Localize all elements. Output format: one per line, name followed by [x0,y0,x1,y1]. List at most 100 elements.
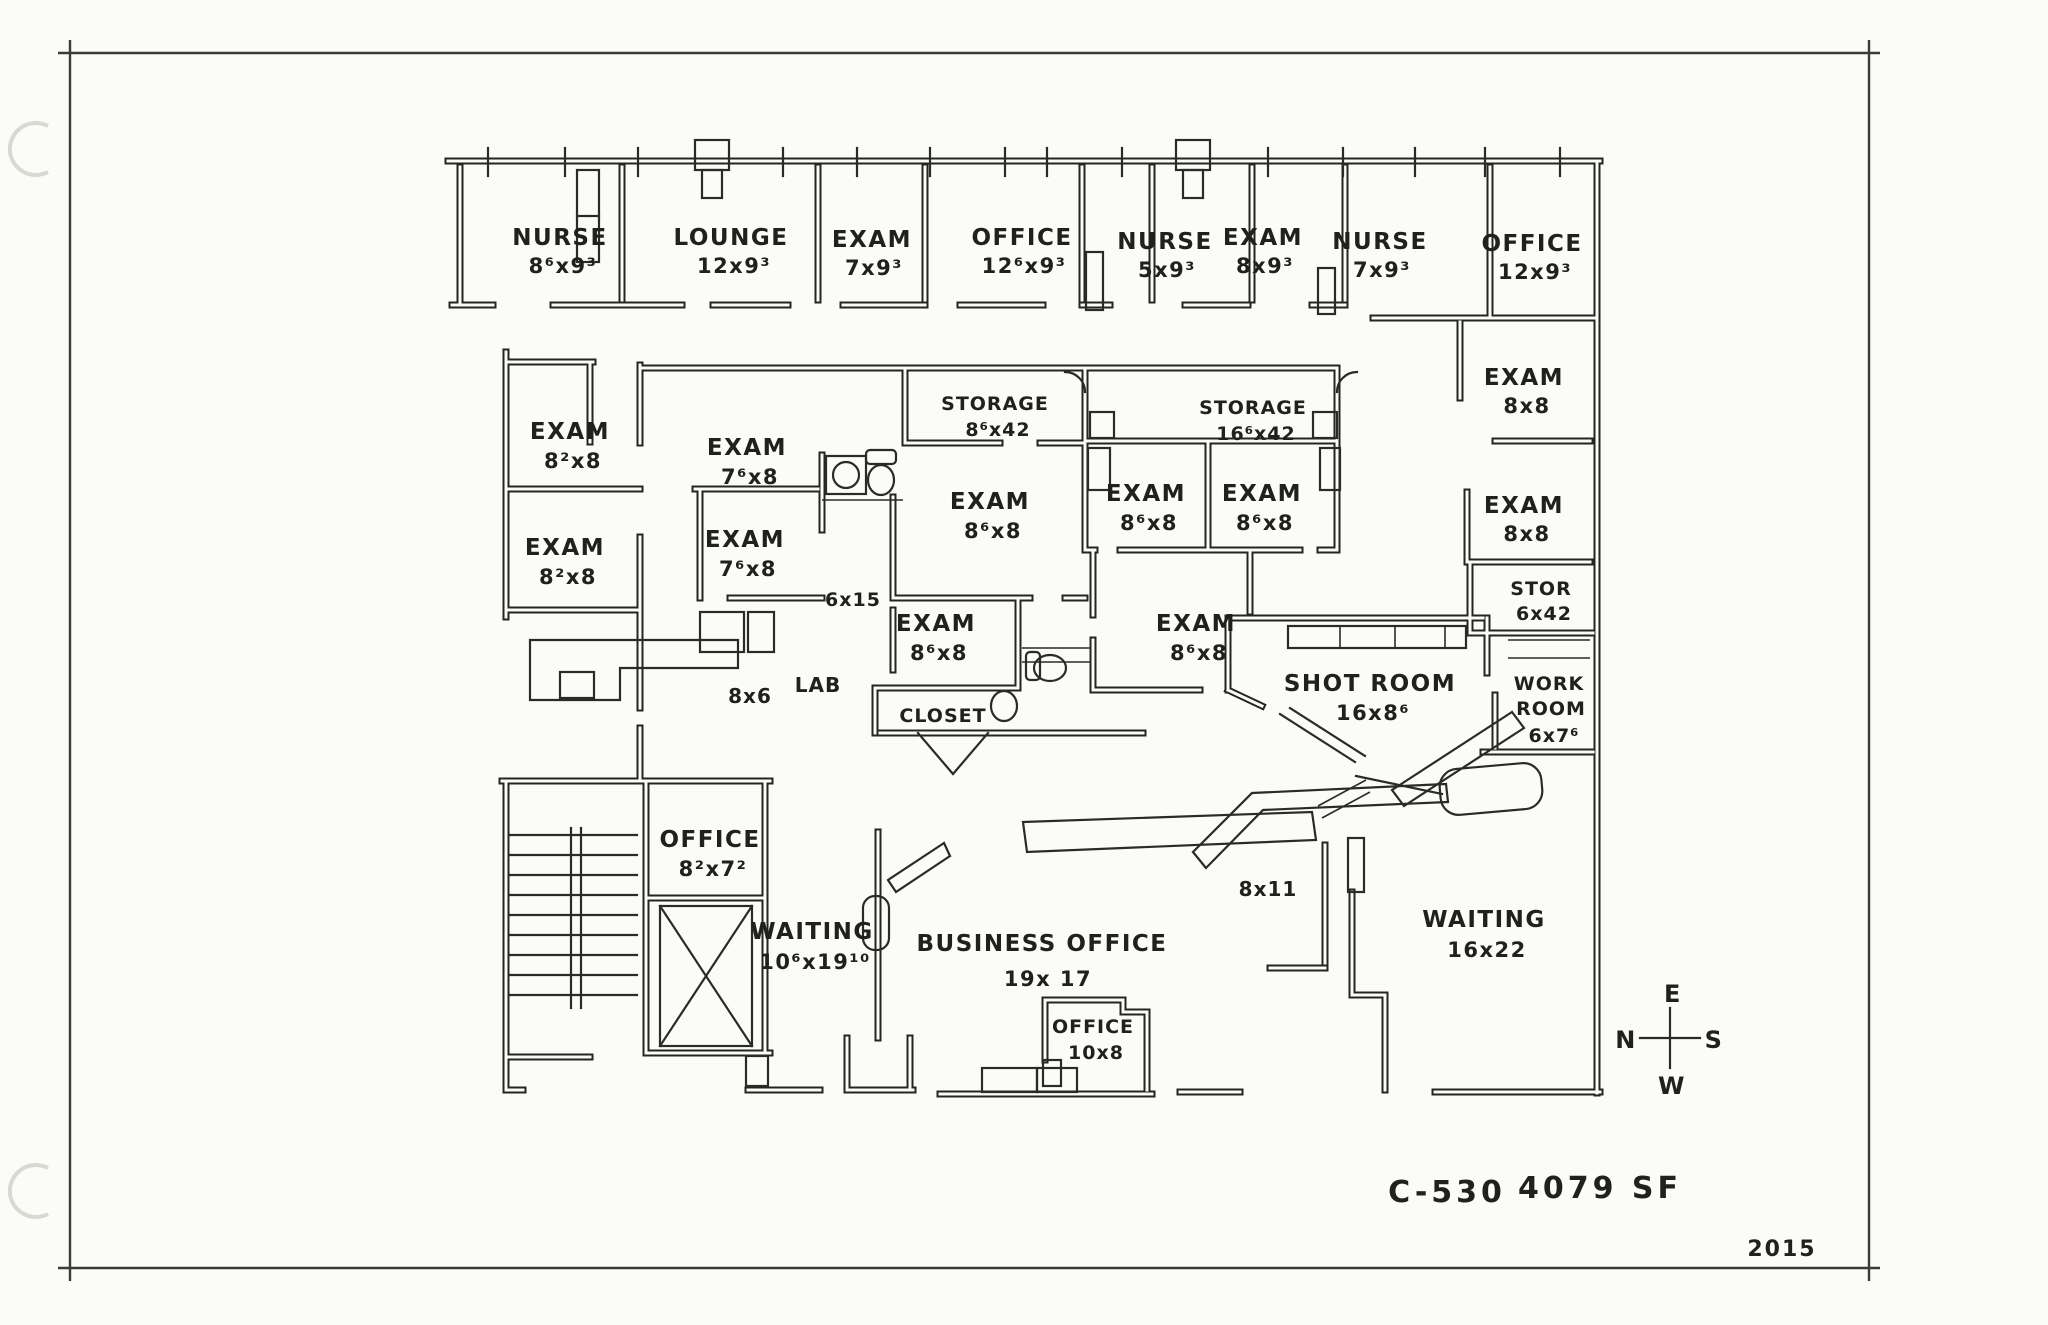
room-label: EXAM [707,435,787,461]
hole-punch-marks [7,121,49,1219]
room-label: EXAM [832,227,912,253]
elevator-shaft [658,904,770,1088]
plan-annotations: 6x15 8x6 LAB CLOSET 8x11 [728,589,1298,901]
plan-number: C-530 [1388,1175,1506,1210]
plan-year: 2015 [1747,1237,1816,1262]
compass-rose: E N S W [1615,980,1722,1100]
title-block: C-530 4079 SF 2015 [1388,1171,1816,1262]
room-size: 12x9³ [697,254,771,278]
counter [1021,810,1318,854]
room-size: 8²x8 [539,565,597,589]
plan-area: 4079 SF [1518,1171,1682,1206]
storage-cabinets [1063,370,1359,492]
reception-counters [861,710,1526,1094]
room-size: 6x7⁶ [1528,725,1579,747]
room-size: 8x8 [1503,394,1550,418]
room-label: WAITING [750,919,874,945]
room-size: 8⁶x8 [1120,511,1178,535]
room-size: 8⁶x8 [910,641,968,665]
compass-top: E [1664,980,1682,1008]
toilet-icon [866,463,896,497]
shot-room-fixtures [1278,624,1544,816]
lab-size: 8x6 [728,684,772,708]
room-label: EXAM [1484,493,1564,519]
top-wall-columns [486,138,1562,200]
room-label: OFFICE [1052,1016,1134,1038]
chair-icon [861,894,891,952]
column-box [1174,138,1212,172]
room-label: EXAM [1106,481,1186,507]
room-size: 16x8⁶ [1336,701,1410,725]
toilet-icon [989,689,1019,723]
room-size: 8²x7² [679,857,748,881]
room-size: 8⁶x42 [965,419,1030,441]
room-size: 10⁶x19¹⁰ [759,950,871,974]
desk [980,1066,1039,1094]
room-label: STORAGE [941,393,1049,415]
lab-label: LAB [795,673,841,697]
hole-punch-icon [7,1163,49,1219]
room-label: EXAM [896,611,976,637]
lab-counters [528,610,776,702]
room-size: 10x8 [1068,1042,1124,1064]
toilet-icon [1032,653,1068,683]
counter [1390,710,1526,808]
room-label: LOUNGE [674,225,789,251]
reception-size: 8x11 [1239,877,1298,901]
room-label: OFFICE [971,225,1072,251]
room-label: EXAM [525,535,605,561]
room-size: 7x9³ [845,256,903,280]
room-size: 8⁶x8 [964,519,1022,543]
room-label: OFFICE [1481,231,1582,257]
door-leaf [1278,706,1367,764]
room-label: EXAM [1222,481,1302,507]
closet-label: CLOSET [899,705,986,727]
room-label: NURSE [512,225,607,251]
room-size: 8⁶x9³ [529,254,598,278]
room-size: 7x9³ [1353,258,1411,282]
room-label: EXAM [1484,365,1564,391]
bathroom-fixtures [822,448,903,501]
desk [1035,1066,1079,1094]
page-border [58,40,1880,1281]
sink-icon [824,454,868,496]
room-label: BUSINESS OFFICE [916,931,1167,957]
exam-table-icon [1438,762,1544,816]
room-size: 8⁶x8 [1170,641,1228,665]
room-size: 6x42 [1516,603,1572,625]
bathroom-fixtures-2 [989,647,1090,723]
room-label: EXAM [950,489,1030,515]
column-box [700,168,724,200]
room-size: 8⁶x8 [1236,511,1294,535]
room-label: EXAM [530,419,610,445]
room-label: WORK [1514,673,1585,695]
hole-punch-icon [7,121,49,177]
room-label: STORAGE [1199,397,1307,419]
compass-left: N [1615,1026,1637,1054]
room-label: SHOT ROOM [1284,671,1456,697]
column-box [693,138,731,172]
stairs [508,826,639,1010]
room-size: 16x22 [1447,938,1527,962]
door-leaf [1317,779,1371,819]
room-size: 8x8 [1503,522,1550,546]
toilet-tank-icon [864,448,898,466]
room-label: ROOM [1516,698,1586,720]
room-size: 12x9³ [1498,260,1572,284]
room-size: 8²x8 [544,449,602,473]
room-labels: NURSE 8⁶x9³ LOUNGE 12x9³ EXAM 7x9³ OFFIC… [512,225,1586,1064]
closet-door-swing [916,731,990,776]
room-size: 16⁶x42 [1216,423,1295,445]
room-label: OFFICE [659,827,760,853]
toilet-tank-icon [1024,650,1042,682]
compass-bottom: W [1658,1072,1686,1100]
door-jamb [1041,1058,1063,1088]
column-box [1181,168,1205,200]
room-label: EXAM [1223,225,1303,251]
room-size: 7⁶x8 [721,465,779,489]
room-size: 19x 17 [1004,967,1092,991]
sink-bowl-icon [831,460,861,490]
room-label: NURSE [1117,229,1212,255]
